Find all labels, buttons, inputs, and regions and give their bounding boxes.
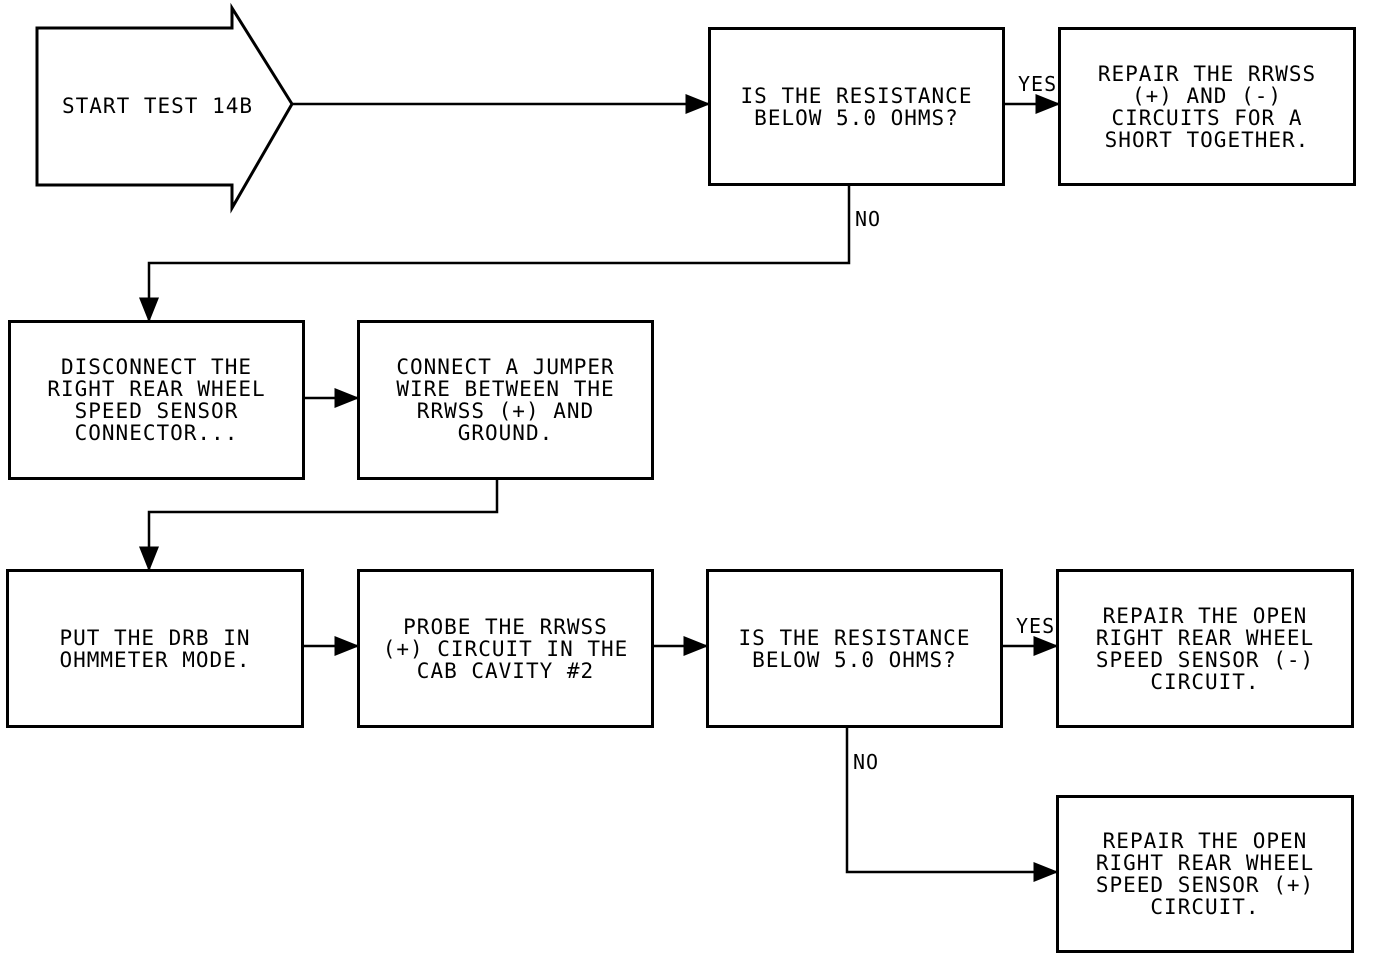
disconnect-connector-text: DISCONNECT THE RIGHT REAR WHEEL SPEED SE…: [47, 355, 266, 445]
question-resistance-1-text: IS THE RESISTANCE BELOW 5.0 OHMS?: [740, 83, 973, 130]
repair-short-box: REPAIR THE RRWSS (+) AND (-) CIRCUITS FO…: [1058, 27, 1356, 186]
start-label: START TEST 14B: [62, 94, 254, 118]
disconnect-connector-box: DISCONNECT THE RIGHT REAR WHEEL SPEED SE…: [8, 320, 305, 480]
no-label-1: NO: [855, 207, 882, 231]
repair-open-plus-text: REPAIR THE OPEN RIGHT REAR WHEEL SPEED S…: [1095, 829, 1315, 919]
yes-label-2: YES: [1016, 614, 1056, 638]
repair-short-text: REPAIR THE RRWSS (+) AND (-) CIRCUITS FO…: [1097, 61, 1317, 152]
question-resistance-2: IS THE RESISTANCE BELOW 5.0 OHMS?: [706, 569, 1003, 728]
question-resistance-1: IS THE RESISTANCE BELOW 5.0 OHMS?: [708, 27, 1005, 186]
ohmmeter-mode-text: PUT THE DRB IN OHMMETER MODE.: [59, 625, 251, 672]
probe-circuit-text: PROBE THE RRWSS (+) CIRCUIT IN THE CAB C…: [382, 614, 629, 683]
ohmmeter-mode-box: PUT THE DRB IN OHMMETER MODE.: [6, 569, 304, 728]
connector-jumper-ohmmeter: [139, 479, 499, 572]
repair-open-minus-box: REPAIR THE OPEN RIGHT REAR WHEEL SPEED S…: [1056, 569, 1354, 728]
question-resistance-2-text: IS THE RESISTANCE BELOW 5.0 OHMS?: [738, 625, 971, 672]
no-label-2: NO: [853, 750, 880, 774]
start-arrow-shape: [35, 2, 294, 214]
repair-open-plus-box: REPAIR THE OPEN RIGHT REAR WHEEL SPEED S…: [1056, 795, 1354, 953]
connector-q1-no: [139, 185, 851, 323]
probe-circuit-box: PROBE THE RRWSS (+) CIRCUIT IN THE CAB C…: [357, 569, 654, 728]
connector-q2-no: [845, 727, 1059, 882]
connect-jumper-box: CONNECT A JUMPER WIRE BETWEEN THE RRWSS …: [357, 320, 654, 480]
repair-open-minus-text: REPAIR THE OPEN RIGHT REAR WHEEL SPEED S…: [1095, 603, 1315, 694]
connect-jumper-text: CONNECT A JUMPER WIRE BETWEEN THE RRWSS …: [396, 355, 615, 445]
yes-label-1: YES: [1018, 72, 1058, 96]
